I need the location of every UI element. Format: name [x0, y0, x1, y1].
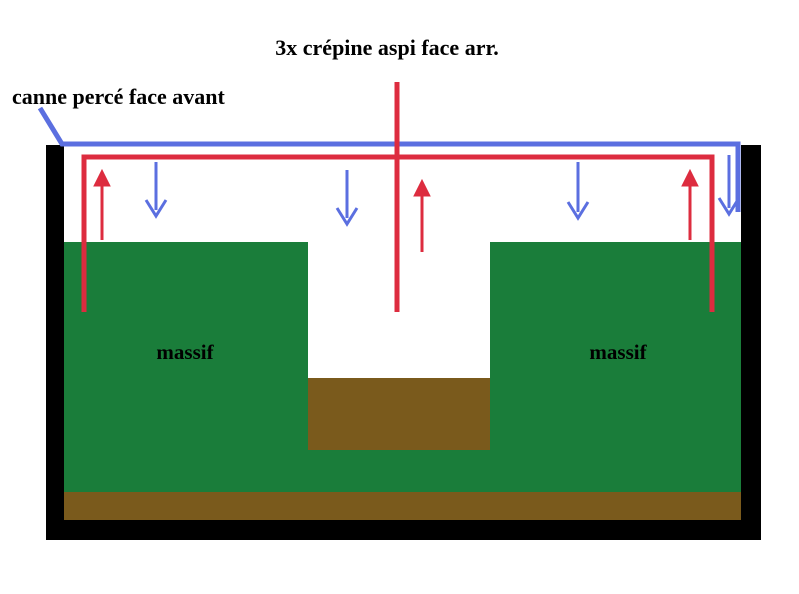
label-massif-right: massif [589, 340, 647, 364]
arrow-up-icon [681, 168, 699, 240]
arrow-up-icon [413, 178, 431, 252]
tank-frame-right [741, 145, 761, 540]
arrow-down-icon [566, 162, 590, 221]
arrow-down-icon [144, 162, 168, 219]
massif-block-center-bottom [308, 450, 490, 492]
arrow-up-icon [93, 168, 111, 240]
tank-frame-left [46, 145, 64, 540]
massif-block-left [64, 242, 308, 492]
tank-frame-bottom [46, 520, 761, 540]
massif-block-right [490, 242, 741, 492]
label-left: canne percé face avant [12, 84, 225, 109]
supply-pipe [37, 106, 741, 212]
arrow-down-icon [717, 155, 741, 217]
arrow-down-icon [335, 170, 359, 227]
label-massif-left: massif [156, 340, 214, 364]
label-top: 3x crépine aspi face arr. [275, 35, 498, 60]
